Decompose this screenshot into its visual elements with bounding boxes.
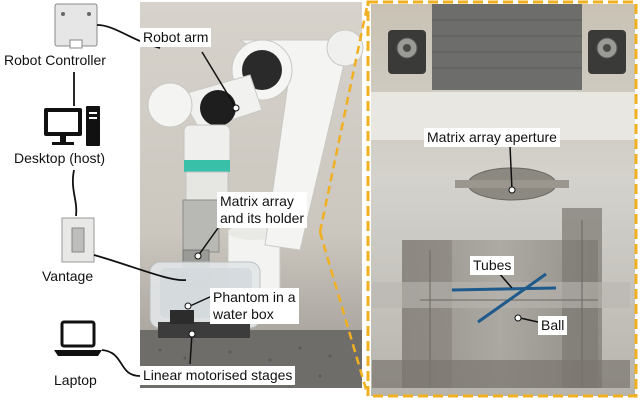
inset-photo: [371, 4, 635, 396]
vantage-icon: [61, 217, 95, 263]
stages-pointer: [189, 333, 193, 365]
zoom-line-top: [318, 1, 370, 233]
tubes-label: Tubes: [470, 256, 515, 275]
phantom-dot: [184, 302, 192, 310]
robot-photo: [140, 2, 364, 388]
aperture-dot: [508, 186, 516, 194]
tube-horizontal: [451, 286, 557, 292]
tube-diagonal: [477, 272, 547, 324]
laptop-label: Laptop: [54, 372, 97, 388]
vantage-label: Vantage: [42, 268, 94, 284]
robot-arm-pointer: [201, 51, 237, 109]
cable-desktop-vantage: [72, 169, 78, 217]
aperture-label: Matrix array aperture: [424, 128, 560, 147]
laptop-icon: [54, 320, 102, 356]
ball-label: Ball: [538, 316, 568, 335]
cable-vantage-probe: [93, 254, 187, 281]
holder-pointer: [197, 227, 219, 257]
ball-pointer: [519, 317, 539, 323]
holder-dot: [194, 252, 202, 260]
desktop-icon: [44, 106, 100, 146]
inset-border: [366, 0, 638, 398]
stages-label: Linear motorised stages: [140, 366, 296, 385]
robot-arm-dot: [232, 104, 240, 112]
robot-arm-label: Robot arm: [140, 28, 212, 47]
robot-controller-label: Robot Controller: [4, 52, 106, 68]
aperture-pointer: [509, 145, 513, 191]
cable-laptop-stages: [101, 349, 141, 377]
zoom-line-bottom: [318, 231, 370, 397]
stages-dot: [188, 330, 196, 338]
phantom-pointer: [189, 295, 213, 307]
phantom-label: Phantom in a water box: [210, 288, 299, 324]
robot-controller-icon: [54, 3, 98, 49]
desktop-label: Desktop (host): [14, 150, 106, 166]
matrix-holder-label: Matrix array and its holder: [217, 192, 308, 228]
ball-dot: [514, 314, 522, 322]
